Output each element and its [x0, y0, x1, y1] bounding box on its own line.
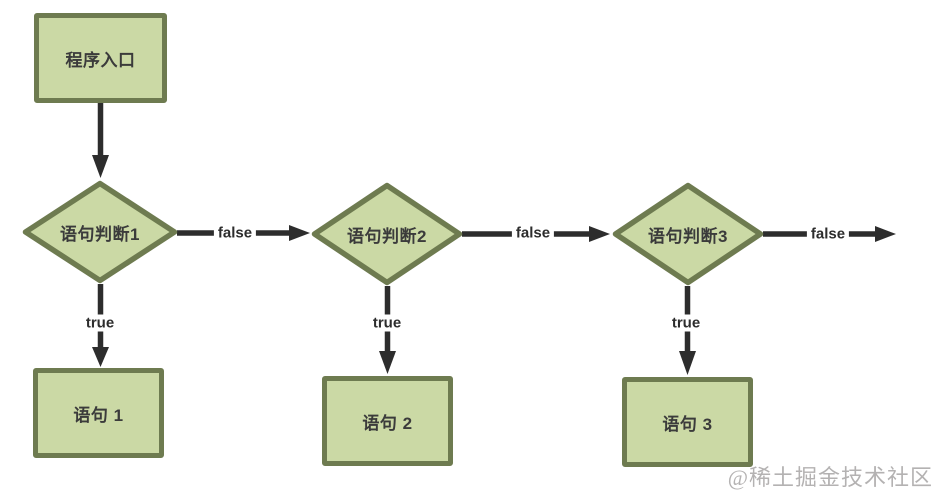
arrow-down-icon — [92, 155, 109, 178]
arrow-down-icon — [679, 351, 696, 375]
diamond-shape — [612, 182, 764, 286]
arrow-right-icon — [875, 226, 896, 242]
node-label: 语句 3 — [662, 414, 713, 434]
node-decision-3: 语句判断3 — [612, 182, 764, 286]
edge-label-false-2: false — [511, 224, 555, 242]
arrow-right-icon — [289, 225, 310, 241]
arrow-down-icon — [379, 351, 396, 374]
edge-label-true-3: true — [667, 314, 705, 332]
node-decision-1: 语句判断1 — [22, 180, 178, 284]
node-label: 程序入口 — [65, 50, 136, 70]
node-program-entry: 程序入口 — [34, 13, 167, 103]
edge-label-false-1: false — [213, 224, 257, 242]
node-label: 语句 2 — [362, 413, 413, 433]
edge-label-true-1: true — [81, 314, 119, 332]
node-statement-1: 语句 1 — [33, 368, 164, 458]
node-label: 语句判断1 — [60, 224, 140, 244]
node-decision-2: 语句判断2 — [311, 182, 463, 286]
arrow-right-icon — [589, 226, 610, 242]
edge-entry-to-decision1 — [92, 103, 109, 178]
node-label: 语句判断3 — [648, 226, 728, 246]
diamond-shape — [22, 180, 178, 284]
edge-label-false-3: false — [806, 225, 850, 243]
watermark: @稀土掘金技术社区 — [727, 465, 933, 490]
node-statement-2: 语句 2 — [322, 376, 453, 466]
node-statement-3: 语句 3 — [622, 377, 753, 467]
edge-label-true-2: true — [368, 314, 406, 332]
node-label: 语句判断2 — [347, 226, 427, 246]
node-label: 语句 1 — [73, 405, 124, 425]
diamond-shape — [311, 182, 463, 286]
arrow-down-icon — [92, 347, 109, 367]
